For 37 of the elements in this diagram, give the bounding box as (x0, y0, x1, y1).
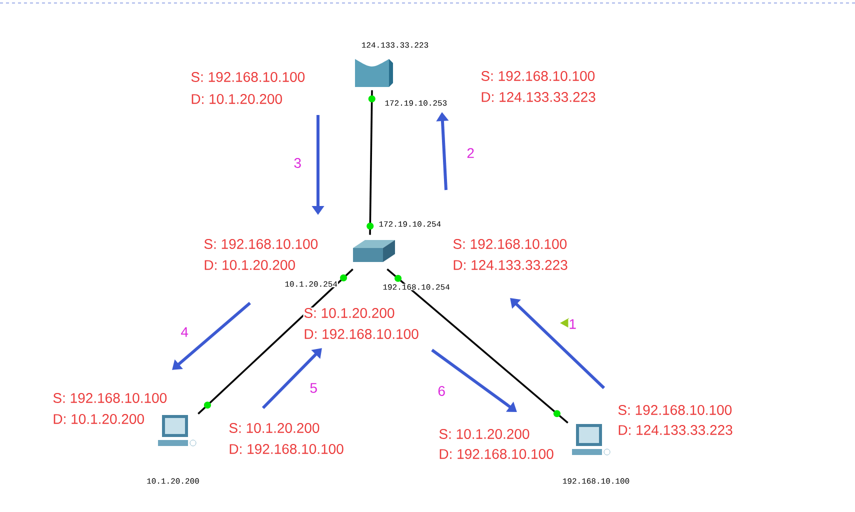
packet-address-text: S: 192.168.10.100 (203, 238, 319, 250)
packet-address-text: D: 10.1.20.200 (203, 260, 296, 270)
packet-address-text: D: 192.168.10.100 (228, 444, 344, 454)
packet-address-text: S: 10.1.20.200 (303, 308, 396, 318)
interface-ip-label: 10.1.20.254 (284, 280, 338, 288)
computer-icon (572, 424, 610, 456)
packet-address-text: S: 10.1.20.200 (228, 422, 320, 434)
ip-label: 10.1.20.200 (147, 478, 199, 484)
step-number: 4 (180, 326, 189, 338)
packet-address-text: S: 10.1.20.200 (438, 428, 530, 440)
packet-address-text: S: 192.168.10.100 (190, 72, 306, 82)
cloud-router-icon (355, 59, 393, 87)
packet-address-text: D: 192.168.10.100 (438, 448, 554, 460)
packet-address-text: D: 192.168.10.100 (303, 328, 420, 340)
step-number: 3 (293, 158, 302, 168)
link-line (386, 268, 568, 424)
packet-address-text: D: 124.133.33.223 (452, 260, 568, 270)
step-number: 6 (437, 386, 446, 396)
ip-label: 124.133.33.223 (362, 42, 428, 48)
packet-address-text: D: 10.1.20.200 (190, 94, 284, 104)
step-number: 1 (568, 318, 577, 330)
switch-icon (353, 240, 395, 262)
packet-address-text: D: 124.133.33.223 (480, 92, 596, 102)
step-number: 5 (309, 382, 318, 394)
packet-address-text: D: 10.1.20.200 (52, 414, 146, 424)
link-line (366, 90, 376, 235)
step-number: 2 (466, 148, 475, 158)
packet-address-text: D: 124.133.33.223 (617, 424, 734, 436)
interface-ip-label: 172.19.10.253 (384, 100, 448, 106)
link-line (198, 268, 354, 414)
packet-address-text: S: 192.168.10.100 (617, 404, 733, 416)
packet-address-text: S: 192.168.10.100 (52, 392, 168, 404)
packet-address-text: S: 192.168.10.100 (480, 70, 596, 82)
interface-ip-label: 192.168.10.254 (382, 284, 450, 290)
packet-address-text: S: 192.168.10.100 (452, 238, 568, 250)
ip-label: 192.168.10.100 (562, 478, 630, 484)
computer-icon (158, 415, 196, 446)
